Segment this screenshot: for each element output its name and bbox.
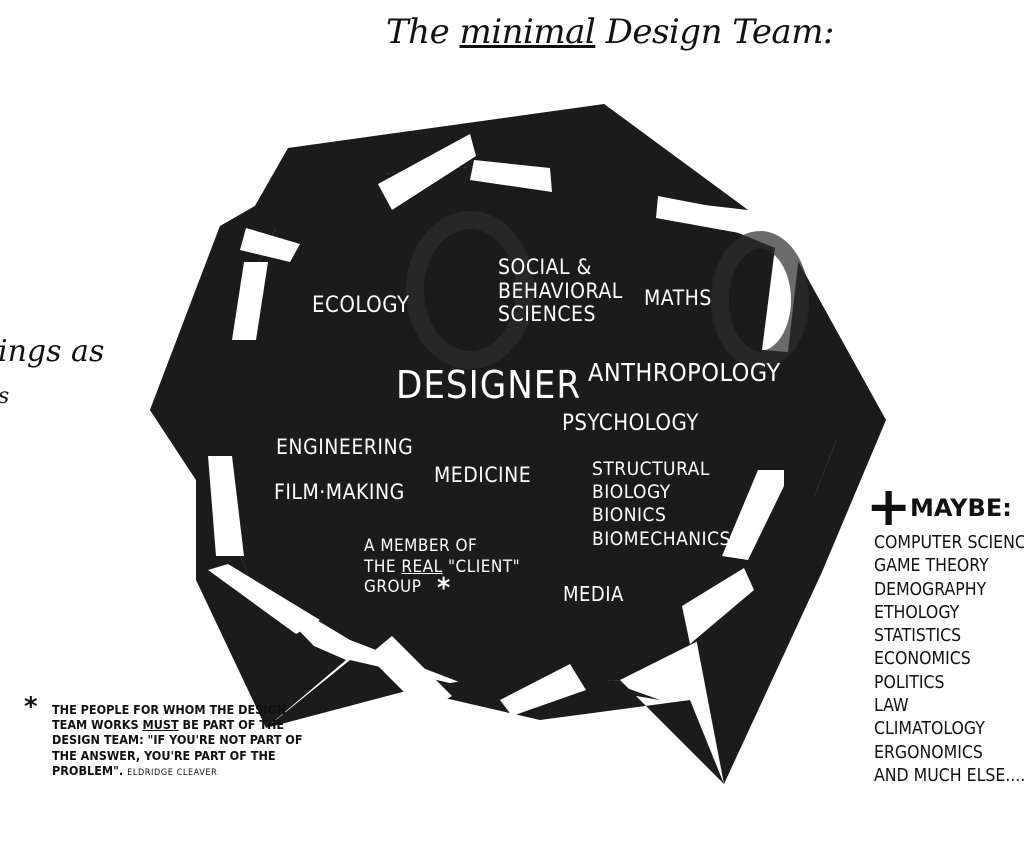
- gap-top: [470, 160, 552, 192]
- member-line-3: GROUP: [364, 577, 422, 598]
- footnote-attribution: ELDRIDGE CLEAVER: [127, 767, 218, 778]
- member-line-2-post: "CLIENT": [442, 556, 521, 577]
- label-medicine: MEDICINE: [434, 463, 532, 487]
- list-item: ETHOLOGY: [874, 602, 960, 623]
- maybe-list: COMPUTER SCIENCE GAME THEORY DEMOGRAPHY …: [874, 532, 1024, 788]
- heptagon-gaps: [208, 134, 800, 716]
- gap-bottom-right: [500, 664, 586, 716]
- heptagon-fill-top: [288, 104, 748, 210]
- gap-left-upper: [240, 228, 300, 262]
- gap-right-lower: [682, 568, 754, 644]
- list-item: COMPUTER SCIENCE: [874, 533, 1024, 553]
- member-line-1: A MEMBER OF: [364, 536, 478, 556]
- member-line-2-real: REAL: [401, 556, 443, 577]
- list-item: AND MUCH ELSE....: [874, 765, 1024, 786]
- heptagon-segment-6: [196, 576, 346, 728]
- title-suffix: Design Team:: [595, 12, 835, 52]
- heptagon-fill-right: [700, 250, 886, 700]
- footnote-text: THE PEOPLE FOR WHOM THE DESIGN TEAM WORK…: [52, 702, 322, 781]
- member-line-2-pre: THE: [364, 556, 402, 577]
- list-item: ERGONOMICS: [874, 742, 983, 763]
- texture-shape-1: [406, 211, 534, 369]
- label-designer: DESIGNER: [396, 363, 582, 407]
- heptagon-segments: [150, 104, 886, 784]
- footnote-part-2: BE PART OF THE DESIGN TEAM: "IF YOU'RE N…: [52, 717, 303, 778]
- title-prefix: The: [386, 12, 460, 52]
- label-maths: MATHS: [644, 286, 712, 310]
- background-texture: [406, 211, 809, 369]
- list-item: ECONOMICS: [874, 649, 971, 670]
- label-psychology: PSYCHOLOGY: [562, 411, 699, 436]
- plus-icon: +: [866, 475, 912, 538]
- footnote-asterisk: *: [24, 692, 38, 722]
- label-film-making: FILM·MAKING: [274, 480, 405, 504]
- list-item: DEMOGRAPHY: [874, 579, 987, 600]
- maybe-heading: MAYBE:: [910, 494, 1012, 522]
- label-asterisk: *: [437, 571, 451, 604]
- gap-left-lower: [208, 456, 244, 556]
- label-media: MEDIA: [563, 582, 624, 606]
- label-ecology: ECOLOGY: [312, 293, 410, 318]
- label-anthropology: ANTHROPOLOGY: [588, 358, 781, 387]
- gap-bottom: [368, 636, 452, 712]
- heptagon-fill-left: [150, 180, 300, 580]
- page-title: The minimal Design Team:: [386, 12, 834, 52]
- gap-top-left: [378, 134, 476, 210]
- gap-left: [232, 262, 268, 340]
- footnote-must: MUST: [142, 717, 179, 733]
- heptagon-fill-bottom: [266, 660, 724, 784]
- list-item: POLITICS: [874, 672, 945, 693]
- list-item: LAW: [874, 696, 909, 717]
- texture-shape-2: [711, 231, 809, 369]
- list-item: GAME THEORY: [874, 556, 989, 577]
- heptagon-core: [210, 160, 840, 690]
- list-item: STATISTICS: [874, 626, 962, 647]
- gap-right: [722, 470, 784, 560]
- left-fragment-text-2: s: [0, 384, 9, 409]
- label-social-behavioral-sciences: SOCIAL & BEHAVIORAL SCIENCES: [498, 255, 623, 327]
- label-client-group-member: A MEMBER OF THE REAL "CLIENT" GROUP: [364, 536, 520, 598]
- gap-top-right: [656, 196, 756, 236]
- label-engineering: ENGINEERING: [276, 435, 414, 459]
- label-structural-biology: STRUCTURAL BIOLOGY BIONICS BIOMECHANICS: [592, 458, 731, 550]
- member-line-2: THE REAL "CLIENT": [364, 557, 520, 578]
- footnote-part-1: THE PEOPLE FOR WHOM THE DESIGN TEAM WORK…: [52, 702, 287, 733]
- left-fragment-text: ings as: [0, 334, 105, 369]
- list-item: CLIMATOLOGY: [874, 719, 985, 740]
- gap-bottom-left: [208, 564, 320, 634]
- title-emphasis: minimal: [459, 12, 596, 52]
